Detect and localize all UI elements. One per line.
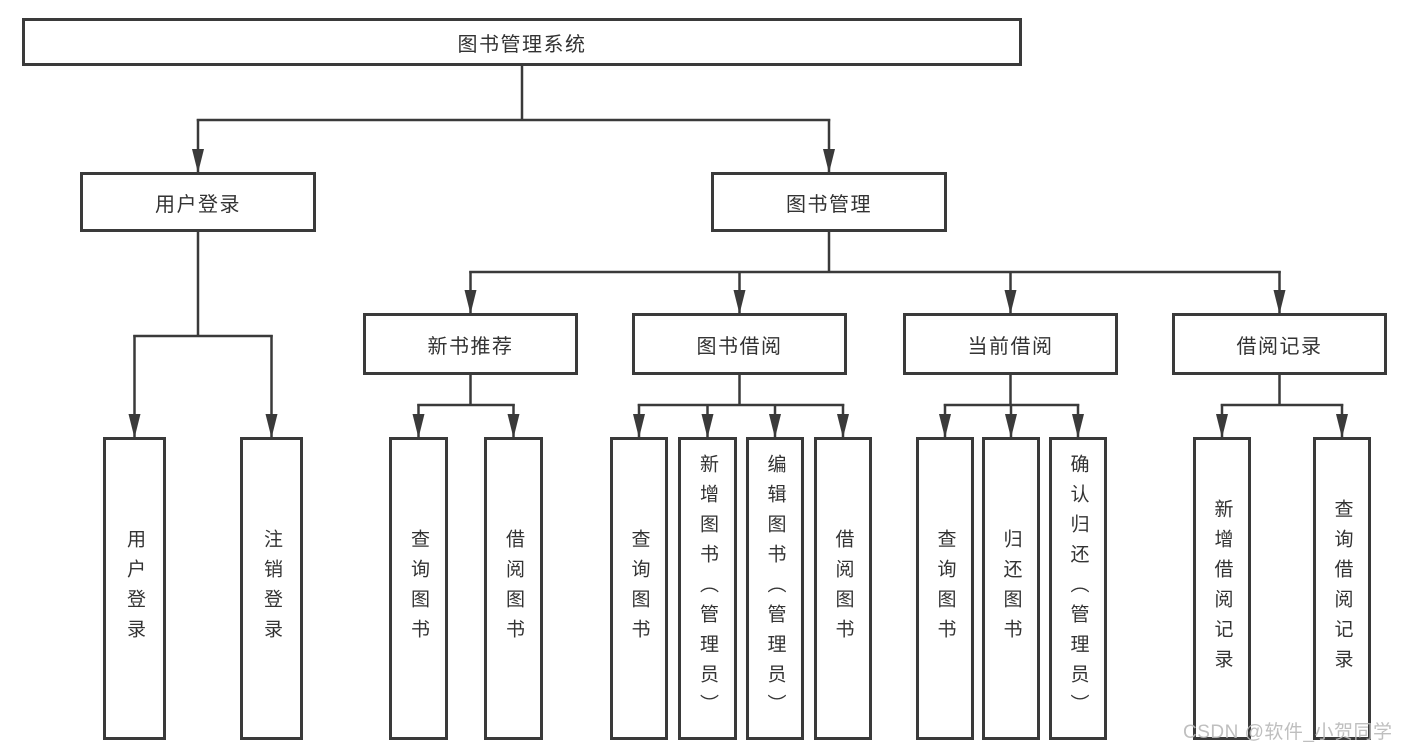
node-current-borrow: 当前借阅 [903,313,1118,375]
leaf-query-books-3-label: 查询图书 [934,528,956,649]
leaf-edit-book-admin: 编辑图书（管理员） [746,437,804,740]
node-user-login: 用户登录 [80,172,316,232]
leaf-add-borrow-record-label: 新增借阅记录 [1211,498,1233,679]
leaf-add-book-admin-label: 新增图书（管理员） [697,453,718,724]
connector-current-borrow-to-leaves [939,374,1084,438]
node-book-management: 图书管理 [711,172,947,232]
node-new-book-recommend: 新书推荐 [363,313,578,375]
node-book-management-label: 图书管理 [786,193,872,216]
leaf-confirm-return-admin: 确认归还（管理员） [1049,437,1107,740]
leaf-return-books: 归还图书 [982,437,1040,740]
leaf-borrow-books-1-label: 借阅图书 [503,528,524,649]
node-root-label: 图书管理系统 [457,33,587,56]
leaf-edit-book-admin-label: 编辑图书（管理员） [764,453,786,724]
leaf-query-books-1-label: 查询图书 [408,528,429,649]
leaf-add-book-admin: 新增图书（管理员） [678,437,737,740]
leaf-confirm-return-admin-label: 确认归还（管理员） [1067,453,1089,724]
connector-book-mgmt-to-level3 [464,232,1286,314]
leaf-query-books-1: 查询图书 [389,437,448,740]
leaf-logout: 注销登录 [240,437,303,740]
leaf-borrow-books-1: 借阅图书 [484,437,543,740]
leaf-logout-label: 注销登录 [261,528,282,649]
leaf-query-books-3: 查询图书 [916,437,974,740]
node-book-borrow-label: 图书借阅 [696,335,783,358]
leaf-user-login-label: 用户登录 [124,528,145,649]
leaf-return-books-label: 归还图书 [1000,528,1022,649]
connector-book-borrow-to-leaves [633,374,849,438]
leaf-query-borrow-record-label: 查询借阅记录 [1331,498,1353,679]
node-root: 图书管理系统 [22,18,1022,66]
csdn-watermark: CSDN @软件_小贺同学 [1183,722,1393,743]
connector-borrow-records-to-leaves [1216,374,1348,438]
node-current-borrow-label: 当前借阅 [967,335,1054,358]
node-new-book-recommend-label: 新书推荐 [427,335,514,358]
leaf-query-books-2: 查询图书 [610,437,668,740]
leaf-borrow-books-2: 借阅图书 [814,437,872,740]
node-borrow-records: 借阅记录 [1172,313,1387,375]
leaf-query-borrow-record: 查询借阅记录 [1313,437,1371,740]
node-book-borrow: 图书借阅 [632,313,847,375]
node-borrow-records-label: 借阅记录 [1236,335,1323,358]
leaf-borrow-books-2-label: 借阅图书 [832,528,854,649]
connector-new-book-to-leaves [412,374,520,438]
leaf-user-login: 用户登录 [103,437,166,740]
connector-user-login-to-leaves [128,232,278,438]
leaf-add-borrow-record: 新增借阅记录 [1193,437,1251,740]
node-user-login-label: 用户登录 [155,193,241,216]
connector-root-to-level2 [192,66,835,173]
leaf-query-books-2-label: 查询图书 [628,528,650,649]
